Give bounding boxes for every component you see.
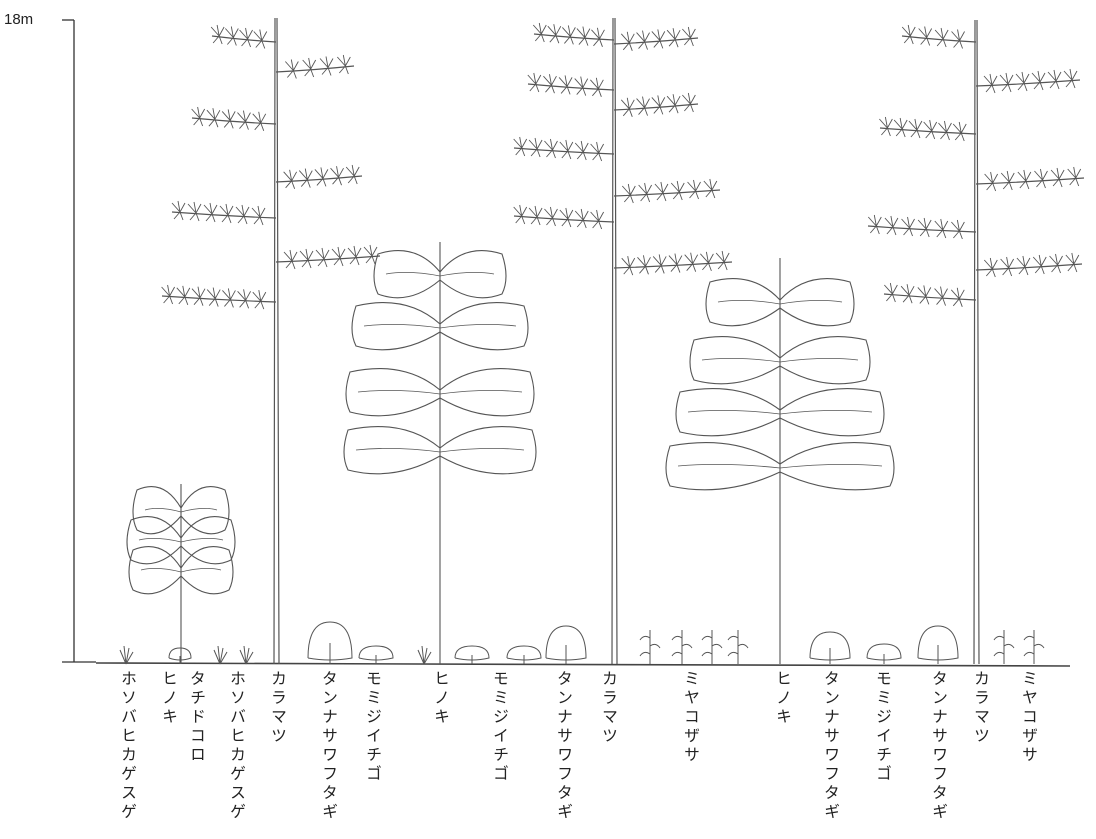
- dwarf-bamboo: [671, 630, 693, 664]
- shrub: [545, 625, 587, 664]
- species-label: ヒノキ: [431, 670, 450, 727]
- dwarf-bamboo: [1023, 630, 1045, 664]
- species-label: タチドコロ: [187, 670, 206, 765]
- species-label: カラマツ: [599, 670, 618, 746]
- species-label: ミヤコザサ: [1019, 670, 1038, 765]
- dwarf-bamboo: [639, 630, 661, 664]
- dwarf-bamboo: [701, 630, 723, 664]
- hinoki-tree: [665, 258, 895, 664]
- shrub: [506, 645, 542, 664]
- shrub: [168, 647, 192, 664]
- shrub: [358, 645, 394, 664]
- shrub: [866, 643, 902, 664]
- species-label: モミジイチゴ: [363, 670, 382, 784]
- grass-tuft: [119, 645, 134, 665]
- shrub: [307, 621, 353, 664]
- species-label: タンナサワフタギ: [821, 670, 840, 822]
- larch-tree: [867, 19, 1085, 665]
- dwarf-bamboo: [727, 630, 749, 664]
- species-label: ヒノキ: [773, 670, 792, 727]
- species-label: タンナサワフタギ: [554, 670, 573, 822]
- species-label: モミジイチゴ: [873, 670, 892, 784]
- species-label: タンナサワフタギ: [929, 670, 948, 822]
- dwarf-bamboo: [993, 630, 1015, 664]
- grass-tuft: [213, 645, 228, 665]
- species-label: ミヤコザサ: [681, 670, 700, 765]
- understory: [119, 621, 1045, 665]
- shrub: [809, 631, 851, 664]
- shrub: [917, 625, 959, 664]
- larch-tree: [161, 17, 381, 665]
- species-label: モミジイチゴ: [490, 670, 509, 784]
- grass-tuft: [239, 645, 254, 665]
- species-label: カラマツ: [971, 670, 990, 746]
- ground-line: [95, 662, 1071, 667]
- trees: [126, 17, 1085, 665]
- height-scale-label: 18m: [4, 11, 34, 28]
- larch-tree: [513, 17, 733, 665]
- species-label: タンナサワフタギ: [319, 670, 338, 822]
- height-scale-bar: [62, 19, 96, 663]
- shrub: [454, 645, 490, 664]
- grass-tuft: [417, 645, 432, 665]
- species-label: ホソバヒカゲスゲ: [118, 670, 137, 822]
- species-label: カラマツ: [268, 670, 287, 746]
- species-label: ホソバヒカゲスゲ: [227, 670, 246, 822]
- species-label: ヒノキ: [159, 670, 178, 727]
- hinoki-tree: [126, 484, 236, 664]
- hinoki-tree: [343, 242, 537, 664]
